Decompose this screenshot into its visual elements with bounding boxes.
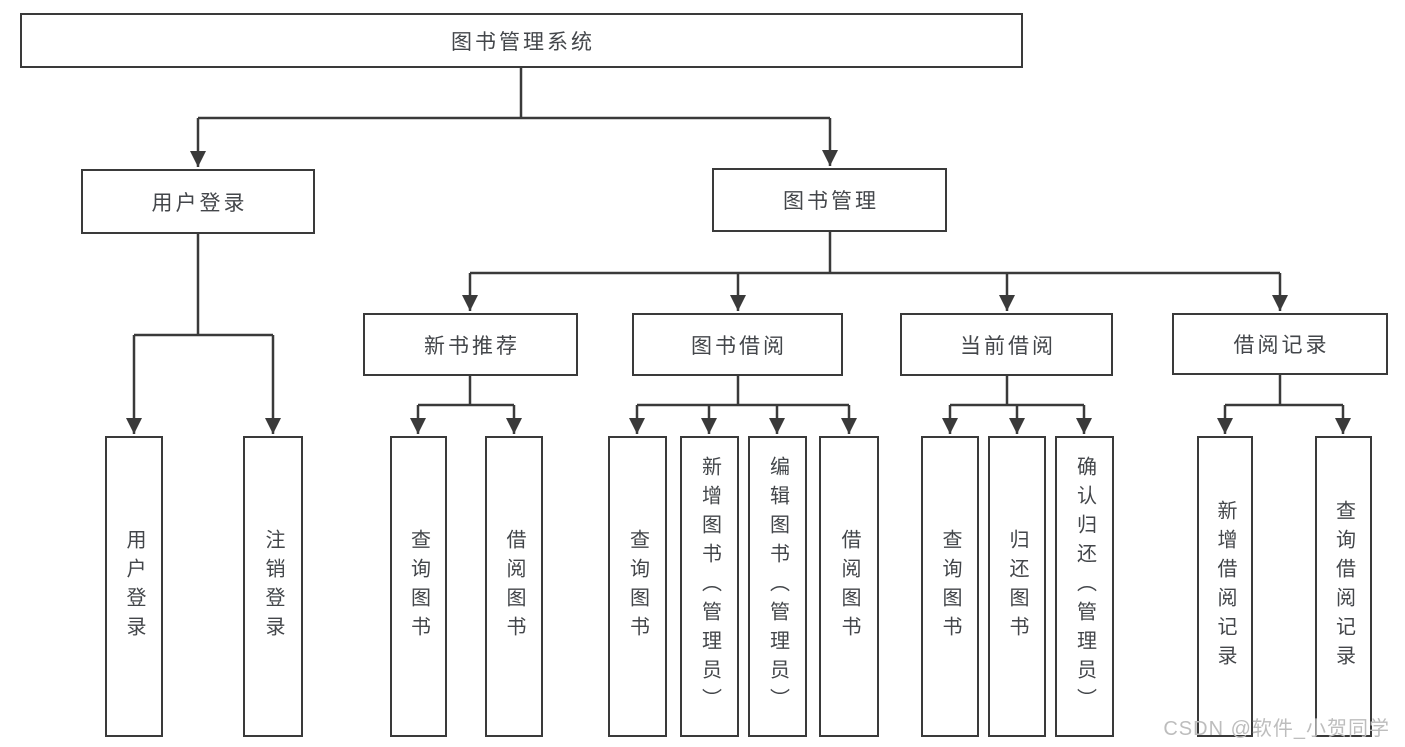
node-book-borrowing: 图书借阅 — [632, 313, 843, 376]
leaf-borrow-add-books-admin: 新增图书（管理员） — [680, 436, 739, 737]
leaf-record-add-borrow-record: 新增借阅记录 — [1197, 436, 1253, 737]
leaf-current-return-books: 归还图书 — [988, 436, 1046, 737]
leaf-borrow-edit-books-admin: 编辑图书（管理员） — [748, 436, 807, 737]
leaf-logout: 注销登录 — [243, 436, 303, 737]
node-system-root: 图书管理系统 — [20, 13, 1023, 68]
node-user-login: 用户登录 — [81, 169, 315, 234]
leaf-record-query-borrow-record: 查询借阅记录 — [1315, 436, 1372, 737]
node-current-borrowing: 当前借阅 — [900, 313, 1113, 376]
edges-root-to-level1 — [189, 68, 839, 167]
leaf-newbook-borrow-books: 借阅图书 — [485, 436, 543, 737]
leaf-current-query-books: 查询图书 — [921, 436, 979, 737]
csdn-watermark: CSDN @软件_小贺同学 — [1163, 718, 1390, 740]
leaf-borrow-query-books: 查询图书 — [608, 436, 667, 737]
edges-user-login-children — [125, 234, 282, 434]
edges-book-borrow-children — [628, 376, 858, 434]
leaf-newbook-query-books: 查询图书 — [390, 436, 447, 737]
node-new-book-recommend: 新书推荐 — [363, 313, 578, 376]
leaf-user-login: 用户登录 — [105, 436, 163, 737]
leaf-borrow-borrow-books: 借阅图书 — [819, 436, 879, 737]
leaf-current-confirm-return-admin: 确认归还（管理员） — [1055, 436, 1114, 737]
edges-current-borrow-children — [941, 376, 1093, 434]
edges-book-management-sections — [461, 232, 1289, 311]
node-book-management: 图书管理 — [712, 168, 947, 232]
node-borrow-records: 借阅记录 — [1172, 313, 1388, 375]
edges-borrow-record-children — [1216, 375, 1352, 434]
edges-new-book-children — [409, 376, 523, 434]
